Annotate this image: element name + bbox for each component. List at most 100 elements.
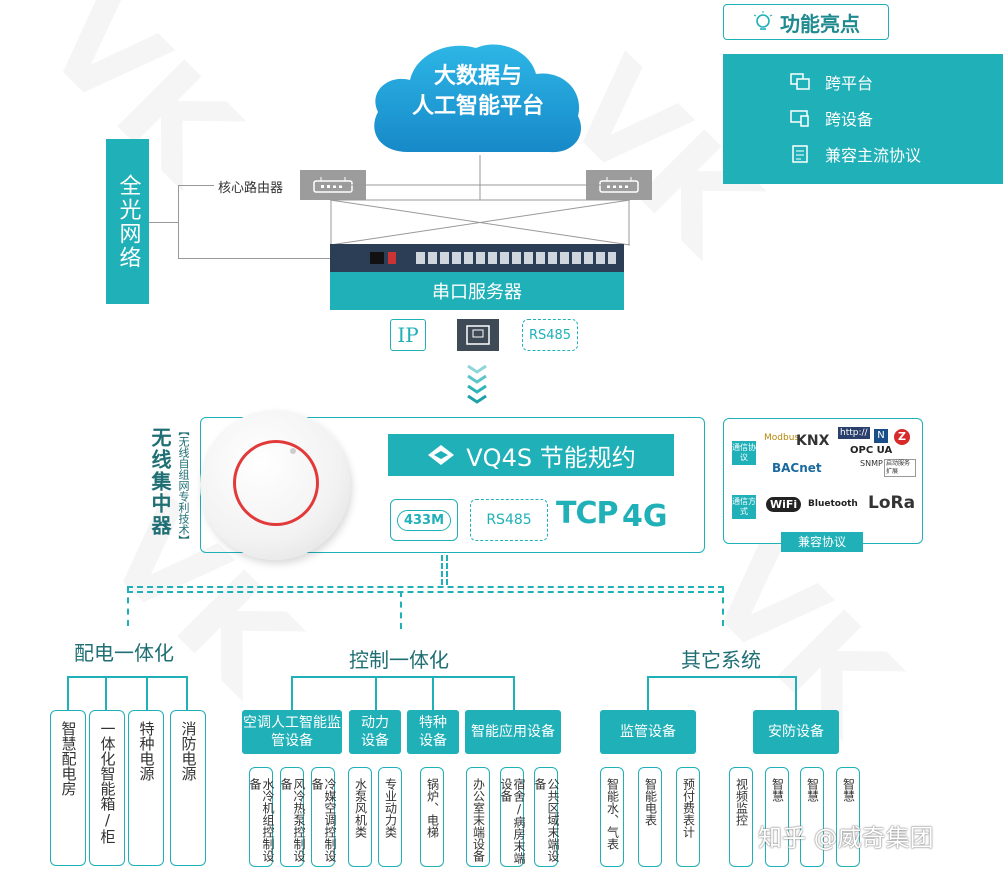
- compat-label: 兼容协议: [781, 532, 863, 552]
- leaf-device: 视频监控: [729, 767, 753, 867]
- snmp-logo: SNMP: [860, 459, 883, 468]
- lora-logo: LoRa: [868, 493, 916, 513]
- leaf-device: 预付费表计: [676, 767, 700, 867]
- leaf-label: 智慧配电房: [59, 721, 78, 796]
- leaf-device: 智慧: [836, 767, 860, 867]
- protocol-4g: 4G: [622, 499, 668, 534]
- concentrator-title: 无线集中器: [148, 427, 172, 537]
- leaf-device: 公共区域末端设备: [533, 767, 560, 867]
- leaf-label: 水冷机组控制设备: [248, 778, 275, 862]
- group-header: 特种设备: [407, 710, 459, 754]
- connector-line: [446, 555, 448, 585]
- protocol-433m-label: 433M: [396, 509, 452, 531]
- features-title-box: 功能亮点: [723, 4, 889, 40]
- connector-line: [178, 258, 333, 259]
- connector-line: [105, 676, 107, 710]
- connector-line: [722, 586, 724, 626]
- concentrator-side-title: 无线集中器: [146, 427, 172, 541]
- group-header: 智能应用设备: [465, 710, 561, 754]
- leaf-label: 特种电源: [137, 721, 156, 781]
- feature-label: 兼容主流协议: [825, 146, 922, 165]
- leaf-device: 办公室末端设备: [466, 767, 490, 867]
- concentrator-device: [200, 410, 350, 560]
- connector-line: [647, 676, 795, 678]
- feature-label: 跨设备: [825, 110, 874, 129]
- connector-line: [795, 676, 797, 710]
- ext-service-logo: 启动服务扩展: [884, 459, 916, 477]
- document-icon: [792, 145, 808, 163]
- http-logo: http://: [838, 427, 870, 439]
- group-header: 空调人工智能监管设备: [242, 710, 342, 754]
- connector-line: [149, 222, 179, 223]
- feature-label: 跨平台: [825, 74, 874, 93]
- opcua-logo: OPC UA: [850, 445, 893, 456]
- connector-line: [178, 185, 214, 186]
- network-links: [330, 155, 630, 246]
- compat-panel: 通信协议 Modbus KNX http:// N Z OPC UA BACne…: [723, 418, 923, 544]
- power-switch: [370, 252, 384, 264]
- connector-line: [400, 591, 402, 629]
- connector-line: [441, 555, 443, 585]
- feature-item: 跨设备: [789, 106, 873, 130]
- connector-line: [513, 676, 515, 710]
- connector-line: [291, 676, 293, 710]
- leaf-device: 智慧: [765, 767, 789, 867]
- leaf-label: 智能电表: [643, 778, 658, 826]
- group-header: 动力设备: [349, 710, 401, 754]
- connector-line: [146, 676, 148, 710]
- connector-line: [291, 676, 513, 678]
- group-header: 监管设备: [600, 710, 696, 754]
- zigbee-icon: Z: [894, 429, 910, 445]
- leaf-label: 专业动力类: [383, 778, 398, 838]
- serial-server-label: 串口服务器: [330, 272, 624, 310]
- leaf-label: 智慧: [841, 778, 856, 802]
- connector-line: [127, 591, 724, 593]
- features-panel: 跨平台 跨设备 兼容主流协议: [723, 54, 1003, 184]
- wifi-logo: WiFi: [766, 497, 802, 512]
- ethernet-interface: [457, 319, 499, 351]
- router-icon: [313, 177, 353, 193]
- protocol-rs485-label: RS485: [486, 512, 532, 528]
- leaf-device: 消防电源: [170, 710, 206, 866]
- protocol-banner: VQ4S 节能规约: [388, 434, 674, 476]
- feature-item: 跨平台: [789, 70, 873, 94]
- leaf-label: 风冷热泵控制设备: [279, 778, 306, 862]
- leaf-label: 办公室末端设备: [471, 778, 486, 862]
- leaf-device: 智能电表: [638, 767, 662, 867]
- leaf-label: 一体化智能箱/柜: [98, 721, 117, 844]
- leaf-device: 特种电源: [128, 710, 164, 866]
- connector-line: [375, 676, 377, 710]
- concentrator-subtitle: 【无线自组网专利技术】: [177, 425, 190, 546]
- router-label: 核心路由器: [218, 181, 284, 196]
- leaf-device: 智慧: [800, 767, 824, 867]
- leaf-device: 专业动力类: [378, 767, 402, 867]
- connector-line: [432, 676, 434, 710]
- leaf-device: 一体化智能箱/柜: [89, 710, 125, 866]
- leaf-device: 智能水、气表: [600, 767, 624, 867]
- status-ring: [233, 440, 319, 526]
- connector-line: [67, 676, 69, 710]
- rs485-label: RS485: [528, 327, 572, 343]
- vq-logo-icon: [428, 445, 455, 465]
- leaf-device: 锅炉、电梯: [420, 767, 444, 867]
- comm-method-tag: 通信方式: [732, 495, 756, 519]
- nfc-icon: N: [874, 429, 888, 443]
- bacnet-logo: BACnet: [772, 461, 822, 475]
- cloud-label: 大数据与 人工智能平台: [368, 62, 588, 122]
- indicator-dot: [290, 448, 296, 454]
- zhihu-watermark: 知乎 @威奇集团: [758, 824, 934, 852]
- protocol-433m: 433M: [390, 499, 458, 541]
- leaf-label: 冷媒空调控制设备: [310, 778, 337, 862]
- features-title: 功能亮点: [780, 11, 860, 36]
- power-indicator: [388, 252, 396, 264]
- down-chevron-icon: [467, 364, 487, 404]
- protocol-tcp: TCP: [556, 496, 618, 531]
- knx-logo: KNX: [796, 433, 830, 449]
- leaf-device: 水冷机组控制设备: [248, 767, 275, 867]
- optical-network-box: 全光网络: [106, 139, 149, 304]
- ethernet-port-icon: [466, 325, 490, 345]
- serial-server-device: [330, 244, 624, 272]
- leaf-label: 智慧: [805, 778, 820, 802]
- leaf-label: 宿舍/病房末端设备: [499, 778, 526, 864]
- ip-interface: IP: [390, 319, 426, 351]
